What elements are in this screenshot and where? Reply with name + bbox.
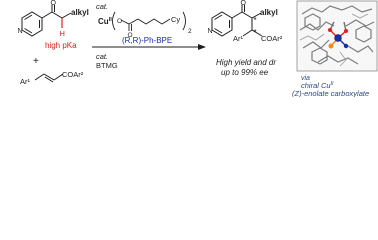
copper-label: CuII (98, 17, 112, 26)
product-pyridine-ring (211, 11, 233, 37)
product-n-atom: N (208, 28, 213, 35)
base-cat-label: cat. (96, 52, 108, 61)
plus-sign: + (33, 56, 39, 67)
chiral-ligand-label: (R,R)-Ph-BPE (122, 36, 172, 45)
substrate-alpha-h: H (60, 29, 65, 38)
phosphorus-atom (328, 43, 334, 49)
chiral-catalyst-ox: II (331, 81, 334, 87)
substrate-alkyl-label: alkyl (71, 8, 89, 17)
product-o-atom: O (241, 0, 247, 7)
product-ar1-label: Ar¹ (233, 34, 244, 43)
ligand-subscript: 2 (188, 28, 192, 35)
copper-atom (334, 34, 342, 42)
carboxylate-ligand (112, 11, 186, 31)
substrate-molecule (21, 5, 72, 37)
z-enolate-label: (Z)-enolate carboxylate (292, 89, 369, 97)
product-molecule (211, 5, 263, 37)
crystal-structure-image (296, 0, 378, 72)
ligand-bracket-open (112, 11, 116, 31)
copper-oxidation-state: II (109, 17, 113, 23)
product-alkyl-label: alkyl (260, 8, 278, 17)
substrate-n-atom: N (18, 28, 23, 35)
oxygen-atom (328, 28, 332, 32)
copper-symbol: Cu (98, 17, 109, 26)
carboxylate-carbonyl-o: O (128, 32, 133, 39)
stereocenter-mark-1: * (254, 16, 257, 25)
high-pka-label: high pKa (45, 41, 77, 50)
chiral-catalyst-text: chiral Cu (301, 81, 331, 90)
acceptor-molecule (34, 73, 64, 83)
reaction-scheme: O N alkyl H high pKa + Ar¹ COAr² cat. Cu… (18, 0, 378, 97)
outcome-ee: up to 99% ee (221, 68, 269, 77)
via-label: via (301, 75, 310, 82)
acceptor-ar1-label: Ar¹ (20, 77, 31, 86)
outcome-yield-dr: High yield and dr (216, 58, 276, 67)
product-coar2-label: COAr² (261, 34, 283, 43)
stereocenter-mark-2: * (254, 28, 257, 37)
pyridine-ring (21, 11, 43, 37)
catalyst-cat-label: cat. (96, 2, 108, 11)
chiral-catalyst-label: chiral CuII (301, 81, 334, 90)
base-label: BTMG (96, 61, 118, 70)
substrate-o-atom: O (51, 0, 57, 7)
reaction-arrow-head (198, 44, 206, 50)
nitrogen-atom (343, 43, 349, 49)
ligand-bracket-close (182, 11, 186, 31)
cyclohexyl-label: Cy (171, 15, 180, 24)
carboxylate-o-atom: O (117, 18, 122, 25)
oxygen-atom (344, 29, 348, 33)
acceptor-coar2-label: COAr² (62, 70, 84, 79)
